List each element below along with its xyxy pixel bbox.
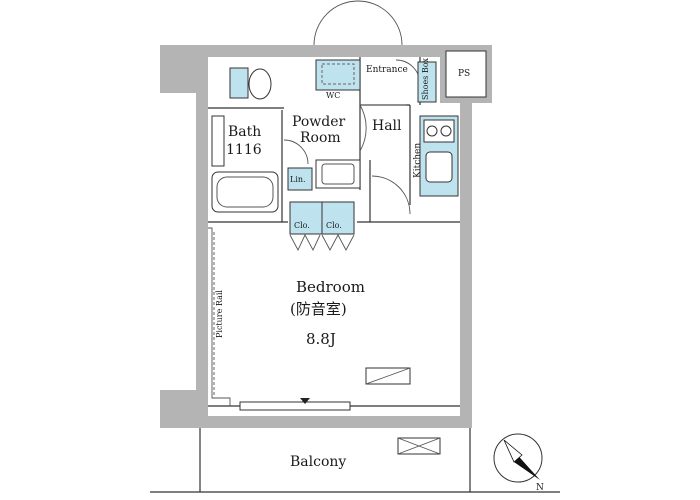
wall-top bbox=[198, 45, 458, 57]
hall-door-arc bbox=[359, 104, 367, 152]
closet-left bbox=[289, 201, 323, 235]
toilet-tank bbox=[229, 67, 249, 99]
label-kitchen: Kitchen bbox=[413, 143, 423, 178]
entrance-door-arc bbox=[313, 0, 403, 46]
wall-bottom bbox=[196, 416, 472, 428]
kitchen-sink bbox=[425, 151, 453, 183]
stove bbox=[423, 119, 455, 143]
compass: N bbox=[493, 433, 544, 493]
compass-circle bbox=[493, 433, 543, 483]
linen-cabinet bbox=[287, 167, 313, 191]
label-shoes-box: Shoes Box bbox=[421, 57, 430, 100]
label-ps: PS bbox=[458, 69, 470, 79]
label-wc: WC bbox=[326, 91, 340, 100]
label-hall: Hall bbox=[372, 118, 402, 134]
entry-marker bbox=[300, 398, 310, 404]
label-bath: Bath bbox=[228, 124, 261, 140]
label-powder: Powder bbox=[292, 114, 346, 130]
label-closet-2: Clo. bbox=[326, 221, 342, 230]
label-bath-size: 1116 bbox=[226, 142, 262, 158]
wall-right bbox=[460, 98, 472, 416]
balcony-sash bbox=[239, 401, 351, 411]
toilet-bowl bbox=[248, 68, 272, 100]
bedroom-door-arc bbox=[371, 175, 411, 215]
label-bedroom-size: 8.8J bbox=[306, 330, 336, 348]
label-entrance: Entrance bbox=[366, 65, 408, 75]
wall-column-top-left bbox=[160, 45, 198, 93]
label-bedroom: Bedroom bbox=[296, 278, 365, 296]
outer-walls bbox=[160, 45, 492, 428]
ps-shaft bbox=[445, 50, 487, 98]
label-linen: Lin. bbox=[290, 175, 306, 184]
label-closet-1: Clo. bbox=[294, 221, 310, 230]
interior-walls bbox=[208, 57, 460, 407]
fixtures bbox=[150, 59, 560, 493]
room-labels: Entrance PS WC Bath 1116 Powder Room Hal… bbox=[215, 57, 470, 470]
label-bedroom-jp: (防音室) bbox=[290, 300, 347, 318]
powder-door-arc bbox=[283, 139, 309, 165]
wc-sink bbox=[315, 59, 361, 91]
compass-north-label: N bbox=[536, 483, 544, 493]
wall-left bbox=[196, 57, 208, 427]
label-room: Room bbox=[300, 130, 341, 146]
label-balcony: Balcony bbox=[290, 454, 346, 470]
closet-right bbox=[321, 201, 355, 235]
label-picture-rail: Picture Rail bbox=[215, 290, 224, 338]
shoes-box-fixture bbox=[417, 61, 437, 103]
